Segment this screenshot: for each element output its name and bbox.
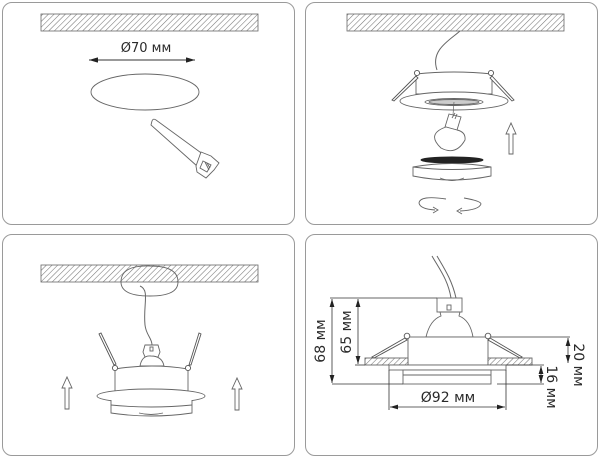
gu10-lamp <box>434 112 466 152</box>
wire <box>431 255 457 299</box>
spring-clips <box>371 332 523 359</box>
hand-saw-icon <box>150 118 220 179</box>
wire <box>435 30 461 71</box>
panel-step-1 <box>2 2 295 225</box>
total-height-label: 68 мм <box>313 319 329 362</box>
hole-outline <box>90 73 200 111</box>
arrow-up-icon <box>505 121 517 155</box>
step-1-graphic: Ø70 мм <box>40 13 259 179</box>
step-3-graphic <box>40 264 259 417</box>
hole-diameter-label: Ø70 мм <box>121 41 172 56</box>
trim-ring <box>412 156 492 181</box>
fixture-side-view <box>364 297 533 385</box>
hole-outline <box>120 265 179 297</box>
ceiling-hatch <box>346 13 565 32</box>
spring-clips <box>98 332 202 372</box>
dimension-lines <box>329 297 571 410</box>
step-4-graphic: 68 мм 65 мм 20 мм 16 мм Ø92 мм <box>313 255 586 410</box>
arrow-up-icon <box>231 376 243 411</box>
spring-clips <box>391 69 515 102</box>
wire <box>139 285 153 346</box>
panel-step-2 <box>305 2 598 225</box>
fixture-assembled <box>96 344 206 417</box>
clip-height-label: 20 мм <box>570 343 586 386</box>
outer-diameter-label: Ø92 мм <box>421 390 475 406</box>
ceiling-hatch <box>40 264 259 283</box>
rotate-arrows-icon <box>418 197 482 215</box>
inner-height-label: 65 мм <box>339 310 355 353</box>
ceiling-hatch <box>40 13 259 32</box>
arrow-up-icon <box>61 375 73 410</box>
visible-height-label: 16 мм <box>543 365 559 408</box>
step-2-graphic <box>346 13 565 215</box>
